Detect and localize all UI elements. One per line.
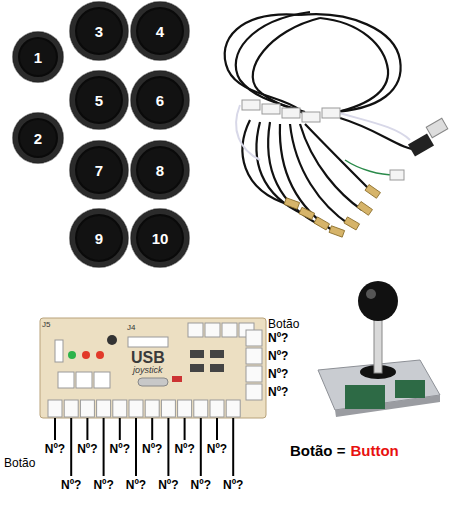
board-marking: J5 bbox=[42, 321, 50, 330]
board-marking: J4 bbox=[127, 324, 135, 333]
cable-bundle bbox=[225, 12, 420, 232]
button-number: 5 bbox=[95, 92, 103, 109]
button-number: 9 bbox=[95, 230, 103, 247]
pin-label: Botão bbox=[4, 457, 35, 470]
pin-header bbox=[194, 400, 208, 417]
button-number: 3 bbox=[95, 23, 103, 40]
board-marking: joystick bbox=[133, 366, 163, 376]
leader-line bbox=[200, 418, 202, 476]
pin-label: Nº? bbox=[268, 386, 288, 399]
pin-label: Nº? bbox=[223, 479, 243, 492]
arcade-button: 4 bbox=[131, 2, 189, 60]
pin-label: Nº? bbox=[142, 443, 162, 456]
arcade-button: 8 bbox=[131, 141, 189, 199]
white-wires bbox=[236, 105, 410, 160]
pin-label: Nº? bbox=[268, 350, 288, 363]
pin-label: Nº? bbox=[45, 443, 65, 456]
arcade-button: 2 bbox=[13, 113, 63, 163]
leader-line bbox=[184, 418, 186, 440]
pin-label: Button bbox=[350, 443, 398, 460]
arcade-button: 9 bbox=[70, 209, 128, 267]
pin-label: Botão bbox=[268, 318, 299, 331]
arcade-button: 1 bbox=[13, 32, 63, 82]
button-number: 4 bbox=[156, 23, 164, 40]
pin-label: Nº? bbox=[93, 479, 113, 492]
button-number: 7 bbox=[95, 162, 103, 179]
leader-line bbox=[135, 418, 137, 476]
arcade-button: 7 bbox=[70, 141, 128, 199]
arcade-button: 5 bbox=[70, 71, 128, 129]
pin-label: Nº? bbox=[110, 443, 130, 456]
button-number: 6 bbox=[156, 92, 164, 109]
pin-header bbox=[178, 400, 192, 417]
pin-label: Botão = bbox=[290, 443, 345, 460]
spade-terminals bbox=[284, 185, 380, 238]
board-marking: USB bbox=[131, 349, 165, 367]
pin-label: Nº? bbox=[158, 479, 178, 492]
leader-line bbox=[70, 418, 72, 476]
pin-header bbox=[161, 400, 175, 417]
leader-line bbox=[119, 418, 121, 440]
bottom-connectors bbox=[48, 400, 240, 417]
pin-label: Nº? bbox=[191, 479, 211, 492]
pin-header bbox=[129, 400, 143, 417]
joystick bbox=[318, 281, 440, 417]
leader-line bbox=[86, 418, 88, 440]
usb-plug bbox=[345, 118, 448, 180]
pin-label: Nº? bbox=[268, 368, 288, 381]
pin-label: Nº? bbox=[126, 479, 146, 492]
button-number: 2 bbox=[34, 130, 42, 147]
button-number: 1 bbox=[34, 49, 42, 66]
button-number: 8 bbox=[156, 162, 164, 179]
leader-line bbox=[167, 418, 169, 476]
leader-line bbox=[54, 418, 56, 440]
pin-header bbox=[113, 400, 127, 417]
button-number: 10 bbox=[152, 230, 169, 247]
leader-line bbox=[151, 418, 153, 440]
pin-label: Nº? bbox=[61, 479, 81, 492]
pin-header bbox=[48, 400, 62, 417]
leader-lines bbox=[55, 418, 233, 476]
pin-label: Nº? bbox=[268, 332, 288, 345]
usb-encoder-board bbox=[40, 318, 266, 418]
wire-connectors bbox=[242, 100, 340, 122]
arcade-button: 6 bbox=[131, 71, 189, 129]
pin-header bbox=[210, 400, 224, 417]
arcade-button: 3 bbox=[70, 2, 128, 60]
pin-header bbox=[226, 400, 240, 417]
pin-label: Nº? bbox=[77, 443, 97, 456]
pin-label: Nº? bbox=[207, 443, 227, 456]
pin-header bbox=[80, 400, 94, 417]
leader-line bbox=[216, 418, 218, 440]
pin-header bbox=[97, 400, 111, 417]
leader-line bbox=[103, 418, 105, 476]
pin-header bbox=[64, 400, 78, 417]
leader-line bbox=[232, 418, 234, 476]
pin-label: Nº? bbox=[174, 443, 194, 456]
pin-header bbox=[145, 400, 159, 417]
arcade-button: 10 bbox=[131, 209, 189, 267]
